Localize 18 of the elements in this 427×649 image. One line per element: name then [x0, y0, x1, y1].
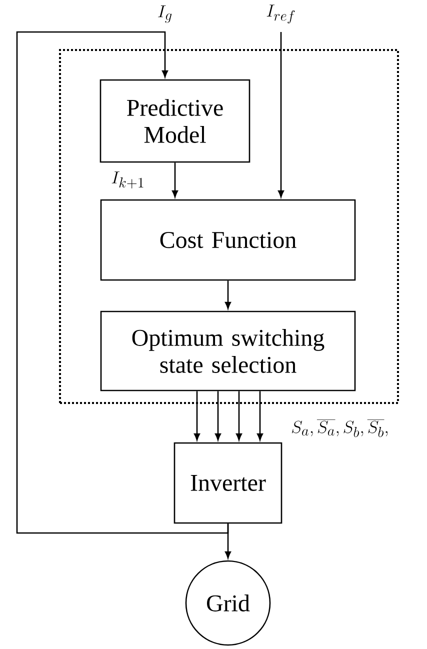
arrow: [236, 391, 242, 440]
arrow: [225, 280, 231, 309]
arrow: [225, 524, 231, 558]
edge-label: $I_{k+1}$: [110, 170, 146, 190]
arrow: [194, 391, 200, 440]
process-box: Predictive Model: [100, 79, 250, 163]
arrow: [278, 32, 284, 198]
signal-label: $S_a, \overline{S_a}, S_b, \overline{S_b},$: [292, 420, 388, 438]
arrow: [257, 391, 263, 440]
edge-label: $I_{ref}$: [265, 4, 297, 24]
process-box: Inverter: [174, 442, 282, 524]
process-box: Cost Function: [100, 199, 356, 281]
arrow: [215, 391, 221, 440]
arrow: [172, 162, 178, 198]
dotted-frame: [59, 49, 399, 404]
edge-label: $I_g$: [156, 4, 174, 24]
arrow: [16, 31, 229, 534]
process-box: Optimum switching state selection: [100, 310, 356, 392]
